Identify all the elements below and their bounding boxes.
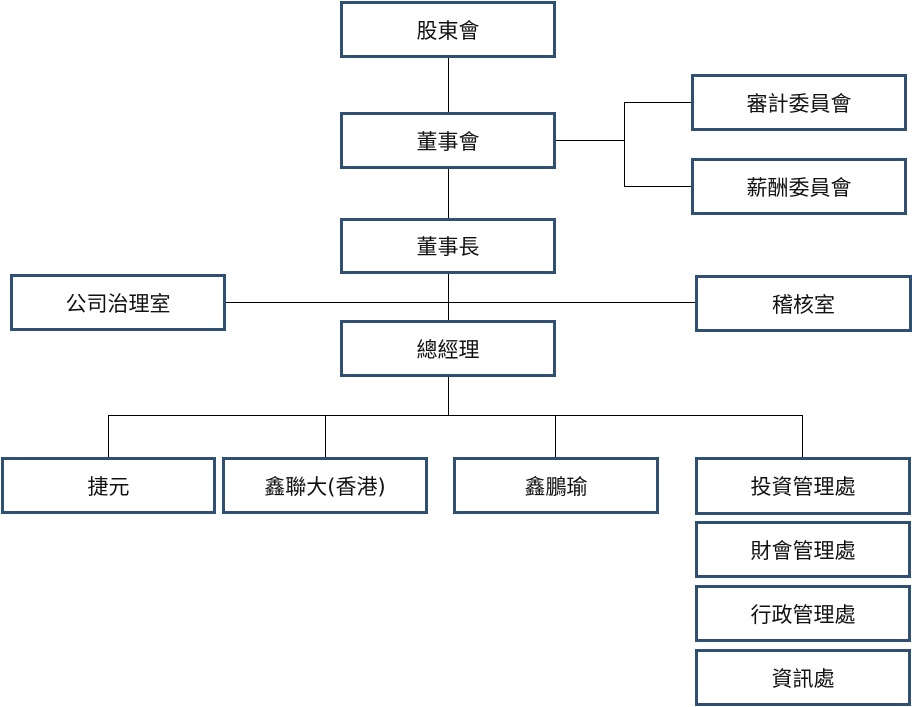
connector-compensation-committee bbox=[624, 186, 692, 187]
department-finance-box: 財會管理處 bbox=[695, 521, 911, 578]
connector-audit-committee bbox=[624, 102, 692, 103]
connector-staff-offices bbox=[226, 302, 696, 303]
board-of-directors-box: 董事會 bbox=[340, 112, 556, 169]
connector-gm-branch bbox=[448, 377, 449, 416]
connector-board-chairman bbox=[448, 168, 449, 219]
connector-branch-departments bbox=[802, 415, 803, 458]
connector-board-committees bbox=[556, 140, 625, 141]
department-investment-box: 投資管理處 bbox=[695, 457, 911, 515]
connector-branch-jieyuan bbox=[108, 415, 109, 458]
subsidiary-jieyuan-box: 捷元 bbox=[1, 457, 216, 514]
department-it-box: 資訊處 bbox=[695, 649, 911, 706]
subsidiary-xinpengyu-box: 鑫鵬瑜 bbox=[453, 457, 659, 514]
connector-committees-trunk bbox=[624, 102, 625, 187]
subsidiary-xinlianda-hk-box: 鑫聯大(香港) bbox=[222, 457, 428, 514]
audit-committee-box: 審計委員會 bbox=[691, 74, 907, 131]
connector-shareholders-board bbox=[448, 58, 449, 113]
connector-branch-horizontal bbox=[108, 415, 803, 416]
audit-office-box: 稽核室 bbox=[695, 275, 912, 332]
compensation-committee-box: 薪酬委員會 bbox=[691, 158, 907, 215]
connector-branch-hk bbox=[325, 415, 326, 458]
shareholders-meeting-box: 股東會 bbox=[340, 1, 556, 58]
general-manager-box: 總經理 bbox=[340, 320, 556, 377]
chairman-box: 董事長 bbox=[340, 218, 556, 274]
connector-branch-xinpengyu bbox=[555, 415, 556, 458]
department-administration-box: 行政管理處 bbox=[695, 585, 911, 642]
connector-chairman-gm bbox=[448, 273, 449, 321]
corporate-governance-office-box: 公司治理室 bbox=[10, 274, 226, 331]
